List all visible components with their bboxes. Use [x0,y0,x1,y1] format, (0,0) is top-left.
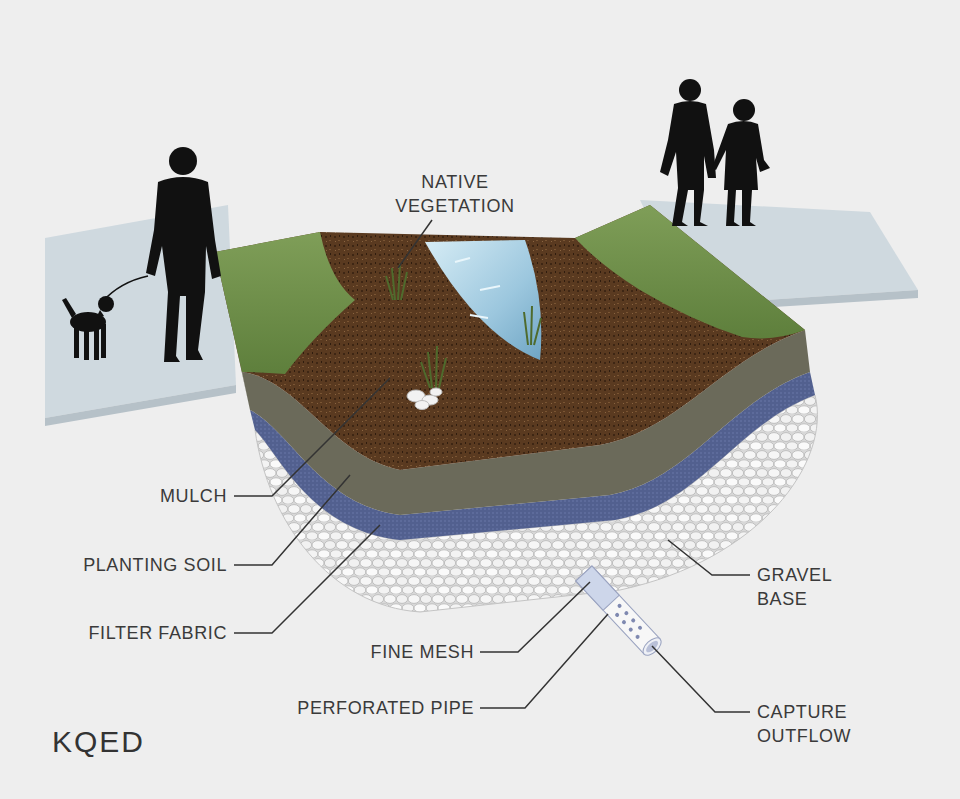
leader-line [234,220,750,712]
water-shine [455,258,500,318]
sidewalk-edge [45,385,236,426]
dog-silhouette [62,296,114,360]
grass-berm [575,205,805,338]
grass-berm [215,232,355,374]
native-plant [386,264,541,388]
part-label: NATIVE VEGETATION [365,170,545,218]
part-label: GRAVEL BASE [757,563,857,611]
water-pool [425,240,541,360]
river-rocks [407,388,442,410]
person-silhouette [146,147,221,362]
mulch-surface [215,205,805,470]
part-label: PLANTING SOIL [30,553,227,577]
perforated-pipe [576,566,664,659]
logo-text: KQED [52,724,192,760]
part-label: FILTER FABRIC [30,621,227,645]
part-label: MULCH [100,484,227,508]
couple-silhouette [660,79,770,226]
part-label: PERFORATED PIPE [250,696,474,720]
part-label: CAPTURE OUTFLOW [757,700,877,748]
part-label: FINE MESH [280,640,474,664]
